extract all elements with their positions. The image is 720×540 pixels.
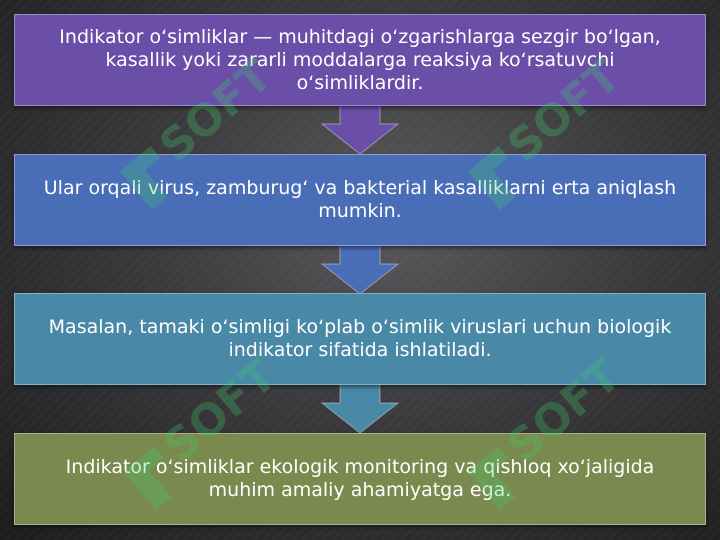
flow-step-4: Indikator o‘simliklar ekologik monitorin… [14,433,706,525]
flow-arrow-2-down-icon [320,244,400,295]
flow-step-2-text: Ular orqali virus, zamburug‘ va bakteria… [43,177,677,222]
flow-arrow-3-down-icon [320,383,400,434]
flow-step-2: Ular orqali virus, zamburug‘ va bakteria… [14,154,706,246]
flow-step-1-text: Indikator o‘simliklar — muhitdagi o‘zgar… [59,25,661,94]
flow-step-1: Indikator o‘simliklar — muhitdagi o‘zgar… [14,14,706,106]
flow-step-4-text: Indikator o‘simliklar ekologik monitorin… [65,456,655,501]
flow-step-3-text: Masalan, tamaki o‘simligi ko‘plab o‘siml… [48,316,672,361]
flow-arrow-1-down-icon [320,104,400,155]
flow-step-3: Masalan, tamaki o‘simligi ko‘plab o‘siml… [14,293,706,385]
